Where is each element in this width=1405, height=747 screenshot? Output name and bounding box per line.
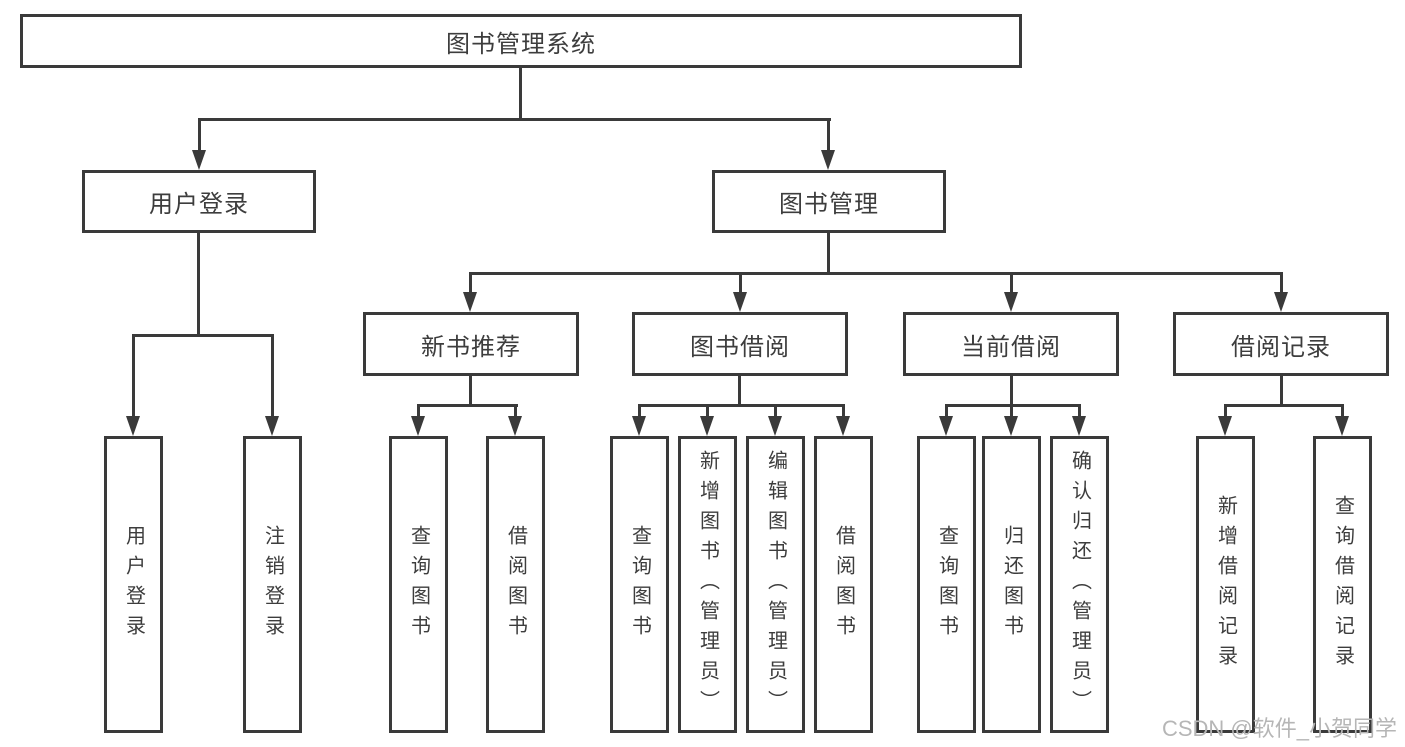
node-label: 新增图书（管理员） [696,449,719,720]
arrowhead-bb-add [700,416,714,436]
node-current-borrowing: 当前借阅 [903,312,1119,376]
node-label: 借阅图书 [832,524,855,645]
connector-drop-cb-return [1010,404,1013,420]
node-cb-query-books: 查询图书 [917,436,976,733]
connector-drop-cb-query [945,404,948,420]
node-new-book-recommend: 新书推荐 [363,312,579,376]
arrowhead-bb-borrow [836,416,850,436]
node-label: 归还图书 [1000,524,1023,645]
node-label: 注销登录 [261,524,284,645]
arrowhead-rec-borrow [508,416,522,436]
arrowhead-bb-edit [768,416,782,436]
arrowhead-current [1004,292,1018,312]
arrowhead-logout [265,416,279,436]
connector-drop-br-add [1224,404,1227,420]
connector-drop-borrow [739,272,742,296]
arrowhead-cb-confirm [1072,416,1086,436]
arrowhead-records [1274,292,1288,312]
connector-drop-bb-edit [774,404,777,420]
connector-drop-br-query [1341,404,1344,420]
connector-root-stem [519,68,522,121]
connector-drop-bb-borrow [842,404,845,420]
connector-drop-rec-query [417,404,420,420]
node-library-system: 图书管理系统 [20,14,1022,68]
connector-drop-cb-confirm [1078,404,1081,420]
node-user-login-group: 用户登录 [82,170,316,233]
arrowhead-bb-query [632,416,646,436]
node-br-query-record: 查询借阅记录 [1313,436,1372,733]
connector-drop-bb-query [638,404,641,420]
connector-mgmt-hline [469,272,1283,275]
node-label: 查询图书 [407,524,430,645]
node-rec-borrow-books: 借阅图书 [486,436,545,733]
node-label: 确认归还（管理员） [1068,449,1091,720]
connector-records-stem [1280,376,1283,407]
node-label: 新增借阅记录 [1214,494,1237,675]
connector-login-hline [132,334,274,337]
connector-recommend-hline [417,404,518,407]
arrowhead-cb-query [939,416,953,436]
connector-borrow-hline [638,404,845,407]
node-label: 用户登录 [122,524,145,645]
node-label: 当前借阅 [961,333,1061,361]
connector-drop-bb-add [706,404,709,420]
node-label: 查询图书 [935,524,958,645]
csdn-watermark: CSDN @软件_小贺同学 [1161,716,1397,741]
node-logout: 注销登录 [243,436,302,733]
node-label: 借阅记录 [1231,333,1331,361]
connector-login-stem [197,233,200,337]
connector-root-hline [198,118,831,121]
node-borrowing-records: 借阅记录 [1173,312,1389,376]
connector-drop-login [198,118,201,154]
node-br-add-record: 新增借阅记录 [1196,436,1255,733]
node-label: 借阅图书 [504,524,527,645]
connector-records-hline [1224,404,1344,407]
arrowhead-recommend [463,292,477,312]
arrowhead-rec-query [411,416,425,436]
node-label: 图书借阅 [690,333,790,361]
connector-recommend-stem [469,376,472,407]
node-label: 图书管理系统 [446,30,596,58]
node-label: 用户登录 [149,191,249,218]
arrowhead-borrow [733,292,747,312]
arrowhead-cb-return [1004,416,1018,436]
connector-mgmt-stem [827,233,830,275]
node-bb-query-books: 查询图书 [610,436,669,733]
connector-current-stem [1010,376,1013,407]
connector-drop-records [1280,272,1283,296]
connector-drop-recommend [469,272,472,296]
node-cb-return-books: 归还图书 [982,436,1041,733]
arrowhead-mgmt [821,150,835,170]
node-label: 查询借阅记录 [1331,494,1354,675]
arrowhead-user-login [126,416,140,436]
connector-drop-mgmt [827,118,830,154]
node-bb-edit-books-admin: 编辑图书（管理员） [746,436,805,733]
connector-drop-current [1010,272,1013,296]
connector-drop-rec-borrow [514,404,517,420]
node-label: 查询图书 [628,524,651,645]
arrowhead-br-add [1218,416,1232,436]
node-label: 图书管理 [779,191,879,218]
connector-current-hline [945,404,1081,407]
connector-drop-logout [271,334,274,418]
node-book-borrowing: 图书借阅 [632,312,848,376]
node-bb-add-books-admin: 新增图书（管理员） [678,436,737,733]
connector-borrow-stem [738,376,741,407]
node-user-login: 用户登录 [104,436,163,733]
node-book-management: 图书管理 [712,170,946,233]
arrowhead-login [192,150,206,170]
node-cb-confirm-return-admin: 确认归还（管理员） [1050,436,1109,733]
connector-drop-user-login [132,334,135,418]
node-label: 编辑图书（管理员） [764,449,787,720]
node-label: 新书推荐 [421,333,521,361]
arrowhead-br-query [1335,416,1349,436]
node-bb-borrow-books: 借阅图书 [814,436,873,733]
node-rec-query-books: 查询图书 [389,436,448,733]
